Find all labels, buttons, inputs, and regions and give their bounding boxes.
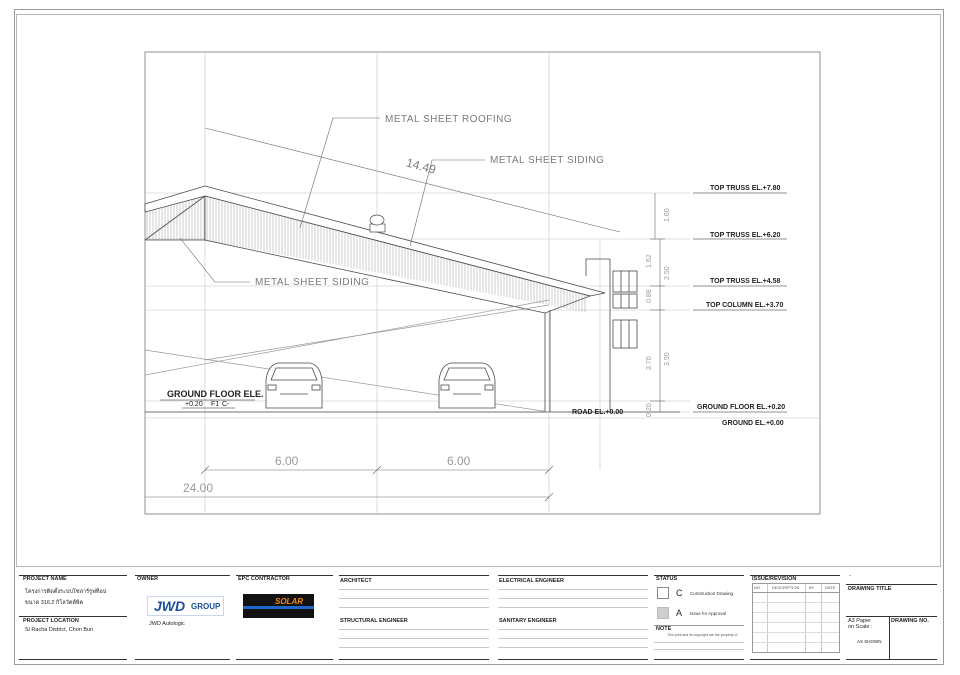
vertical-dim-label: 1.62: [646, 254, 653, 268]
car-right: [438, 362, 496, 409]
callout-siding-upper: METAL SHEET SIDING: [490, 155, 604, 166]
vertical-dim-label: 0.88: [646, 289, 653, 303]
side-frame: [585, 258, 638, 412]
owner-label: OWNER: [137, 576, 159, 582]
solar-logo-text: SOLAR: [275, 597, 303, 606]
paper-size: A3 Paper: [848, 618, 871, 624]
elevation-label: TOP TRUSS EL.+4.58: [710, 278, 780, 285]
revision-col-description: DESCRIPTION: [772, 585, 800, 590]
drawing-viewport: [144, 51, 821, 515]
status-a-checkbox: [657, 607, 669, 619]
architect-label: ARCHITECT: [340, 578, 372, 584]
project-location-label: PROJECT LOCATION: [23, 618, 79, 624]
elevation-label: TOP TRUSS EL.+6.20: [710, 232, 780, 239]
vertical-dim-label: 3.50: [664, 352, 671, 366]
status-c-text: Construction Drawing: [690, 591, 734, 596]
elevation-underlines: [693, 192, 787, 413]
issue-label: ISSUE/REVISION: [752, 576, 797, 582]
dash-mark: -: [849, 573, 851, 579]
project-name-line1: โครงการติดตั้งระบบโซลาร์รูฟท็อป: [25, 589, 107, 595]
drawing-title-label: DRAWING TITLE: [848, 586, 892, 592]
status-c-code: C: [676, 588, 683, 598]
roof-structure: [144, 185, 606, 314]
solar-logo: SOLAR: [243, 594, 314, 618]
ground-floor-label: GROUND FLOOR ELE.: [167, 389, 264, 399]
horizontal-dim-label: 6.00: [447, 454, 471, 468]
callout-leaders: [179, 117, 621, 283]
project-name-label: PROJECT NAME: [23, 576, 67, 582]
revision-col-by: BY: [809, 585, 815, 590]
status-c-checkbox: [657, 587, 669, 599]
status-label: STATUS: [656, 576, 678, 582]
callout-siding-lower: METAL SHEET SIDING: [255, 277, 369, 288]
car-left: [265, 362, 323, 409]
slope-dimension: 14.49: [405, 155, 438, 176]
elevation-label: TOP COLUMN EL.+3.70: [706, 302, 783, 309]
ground-floor-value: +0.20: [185, 401, 203, 408]
horizontal-dimensions: [145, 465, 554, 502]
ground-floor-tag: F1: [211, 401, 219, 408]
title-block: PROJECT NAME โครงการติดตั้งระบบโซลาร์รูฟ…: [17, 569, 941, 661]
vertical-dim-labels: 1.60 1.62 2.50 0.88 3.70 3.50 0.20: [646, 208, 671, 417]
vertical-dim-label: 0.20: [646, 403, 653, 417]
revision-col-no: NO.: [754, 585, 762, 590]
structural-label: STRUCTURAL ENGINEER: [340, 618, 408, 624]
jwd-logo-text: JWD: [154, 598, 186, 614]
column: [544, 310, 551, 412]
revision-col-date: DATE: [825, 585, 836, 590]
elevation-label: GROUND EL.+0.00: [722, 420, 784, 427]
callout-roofing: METAL SHEET ROOFING: [385, 114, 512, 125]
epc-label: EPC CONTRACTOR: [238, 576, 290, 582]
roof-ventilator: [369, 214, 386, 233]
horizontal-dim-label: 6.00: [275, 454, 299, 468]
horizontal-dim-labels: 6.00 6.00 24.00: [183, 454, 471, 495]
sanitary-label: SANITARY ENGINEER: [499, 618, 557, 624]
siding-hatch: [146, 196, 586, 313]
revision-table: [752, 583, 840, 653]
ground-floor-mark: C-: [222, 401, 230, 408]
status-a-code: A: [676, 608, 683, 618]
vertical-dim-label: 3.70: [646, 356, 653, 370]
scale-value: AS SHOWN: [857, 639, 882, 644]
note-text: This print and its copyright are the pro…: [667, 633, 738, 637]
elevation-labels: TOP TRUSS EL.+7.80 TOP TRUSS EL.+6.20 TO…: [697, 185, 785, 427]
electrical-label: ELECTRICAL ENGINEER: [499, 578, 564, 584]
vertical-dimensions: [650, 193, 665, 412]
drawing-no-label: DRAWING NO.: [891, 618, 929, 624]
scale-label: on Scale :: [848, 624, 873, 630]
elevation-label: TOP TRUSS EL.+7.80: [710, 185, 780, 192]
status-a-text: Issue for Approval: [690, 611, 727, 616]
owner-name: JWD Autologic: [149, 621, 185, 627]
jwd-logo: JWD GROUP: [147, 596, 224, 616]
project-name-line2: ขนาด 316.2 กิโลวัตต์พีค: [25, 600, 84, 606]
vertical-dim-label: 1.60: [664, 208, 671, 222]
drawing-frame: [16, 14, 941, 567]
project-location: Si Racha District, Chon Buri: [25, 627, 94, 633]
drawing-sheet: [14, 9, 944, 665]
jwd-logo-group: GROUP: [191, 602, 221, 611]
elevation-label: GROUND FLOOR EL.+0.20: [697, 404, 785, 411]
horizontal-dim-label: 24.00: [183, 481, 213, 495]
road-elevation: ROAD EL.+0.00: [572, 409, 623, 416]
vertical-dim-label: 2.50: [664, 266, 671, 280]
note-label: NOTE: [656, 626, 672, 632]
